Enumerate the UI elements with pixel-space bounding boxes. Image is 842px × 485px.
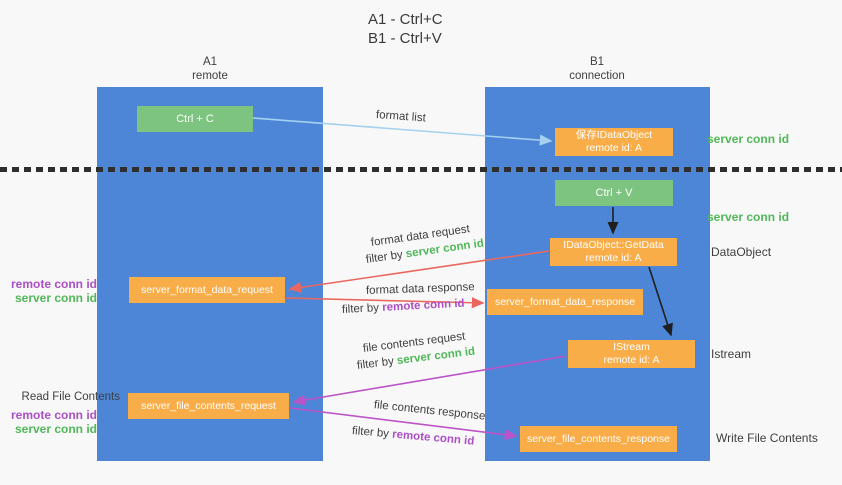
phase-separator-dotted-line bbox=[0, 167, 842, 172]
node-save-dataobject: 保存IDataObject remote id: A bbox=[555, 128, 673, 156]
label-format-data-response: format data response bbox=[365, 281, 475, 297]
node-istream: IStream remote id: A bbox=[568, 340, 695, 368]
node-ctrl-v-label: Ctrl + V bbox=[595, 187, 633, 199]
node-server-format-data-request: server_format_data_request bbox=[129, 277, 285, 303]
remote-conn-id-text-1: remote conn id bbox=[381, 297, 465, 314]
filter-by-text-2: filter by bbox=[341, 302, 380, 316]
side-label-write-file-contents: Write File Contents bbox=[716, 431, 818, 445]
node-server-file-contents-request: server_file_contents_request bbox=[128, 393, 289, 419]
node-save-dataobject-line2: remote id: A bbox=[585, 142, 643, 154]
node-istream-line1: IStream bbox=[613, 341, 650, 353]
side-label-istream: Istream bbox=[711, 347, 752, 361]
title-line-2: B1 - Ctrl+V bbox=[368, 30, 442, 47]
column-b1-name: B1 bbox=[589, 56, 605, 68]
diagram-title: A1 - Ctrl+C B1 - Ctrl+V bbox=[368, 10, 443, 48]
node-getdata-line1: IDataObject::GetData bbox=[563, 239, 664, 251]
column-b1-subtitle: connection bbox=[569, 70, 625, 82]
left-remote-conn-id-1: remote conn id bbox=[10, 277, 97, 291]
node-ctrl-c: Ctrl + C bbox=[137, 106, 253, 132]
column-header-b1: B1 connection bbox=[537, 55, 657, 83]
label-filter-by-remote-1: filter by remote conn id bbox=[342, 298, 465, 316]
node-istream-line2: remote id: A bbox=[603, 354, 660, 366]
column-a1-name: A1 bbox=[202, 56, 218, 68]
filter-by-text-3: filter by bbox=[356, 355, 395, 372]
column-a1-subtitle: remote bbox=[192, 70, 228, 82]
node-server-format-data-request-label: server_format_data_request bbox=[141, 284, 273, 296]
node-server-file-contents-response: server_file_contents_response bbox=[520, 426, 677, 452]
column-header-a1: A1 remote bbox=[150, 55, 270, 83]
label-filter-by-remote-2: filter by remote conn id bbox=[351, 425, 474, 448]
node-ctrl-v: Ctrl + V bbox=[555, 180, 673, 206]
node-server-format-data-response-label: server_format_data_response bbox=[494, 296, 636, 308]
filter-by-text-4: filter by bbox=[351, 425, 390, 441]
side-label-read-file-contents: Read File Contents bbox=[21, 391, 120, 403]
node-getdata: IDataObject::GetData remote id: A bbox=[550, 238, 677, 266]
remote-conn-id-text-2: remote conn id bbox=[391, 428, 475, 448]
side-label-server-conn-id-top: server conn id bbox=[707, 132, 790, 146]
node-server-format-data-response: server_format_data_response bbox=[487, 289, 643, 315]
filter-by-text-1: filter by bbox=[365, 248, 404, 266]
label-format-list: format list bbox=[375, 109, 427, 125]
node-server-file-contents-response-label: server_file_contents_response bbox=[526, 433, 670, 445]
side-label-dataobject: DataObject bbox=[711, 245, 772, 259]
node-ctrl-c-label: Ctrl + C bbox=[176, 113, 214, 125]
node-save-dataobject-line1: 保存IDataObject bbox=[575, 129, 653, 141]
title-line-1: A1 - Ctrl+C bbox=[368, 11, 443, 28]
node-server-file-contents-request-label: server_file_contents_request bbox=[141, 400, 276, 412]
label-file-contents-response: file contents response bbox=[373, 399, 486, 423]
left-server-conn-id-1: server conn id bbox=[14, 290, 97, 305]
node-getdata-line2: remote id: A bbox=[585, 252, 642, 264]
left-remote-conn-id-2: remote conn id bbox=[10, 408, 97, 422]
side-label-server-conn-id-mid: server conn id bbox=[707, 210, 790, 224]
left-label-block-file: remote conn id server conn id bbox=[10, 408, 97, 436]
left-label-block-format: remote conn id server conn id bbox=[10, 277, 97, 305]
left-server-conn-id-2: server conn id bbox=[14, 421, 97, 436]
